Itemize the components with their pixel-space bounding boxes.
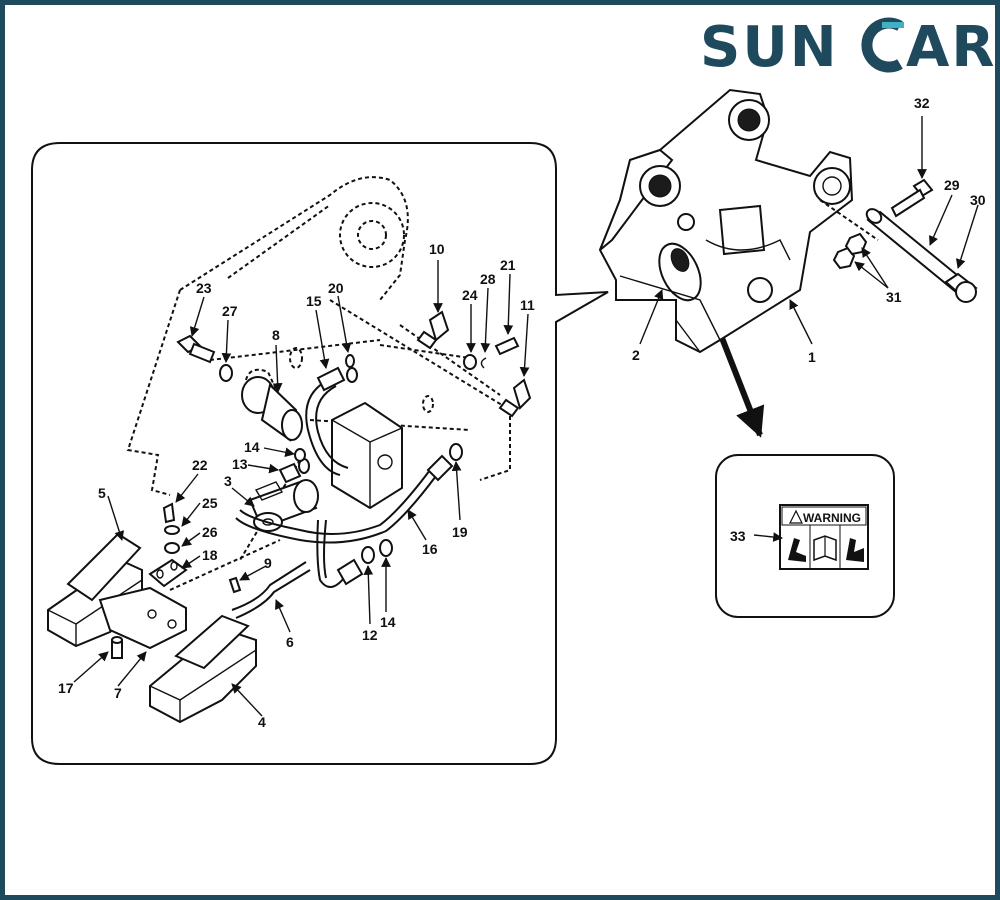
callout-13: 13: [232, 456, 248, 472]
elbow-fitting-11: [498, 378, 532, 418]
hose-15: [305, 379, 349, 476]
washer-19: [449, 443, 463, 461]
bolt-23: [176, 334, 216, 364]
callout-14b: 14: [380, 614, 396, 630]
callout-12: 12: [362, 627, 378, 643]
callout-4: 4: [258, 714, 266, 730]
washer-14-upper: [294, 448, 306, 462]
fitting-15: [316, 366, 358, 392]
leader-lines: [73, 116, 979, 717]
rod-6: [231, 561, 311, 619]
valve-block: [331, 401, 403, 510]
cylinder-3: [248, 479, 319, 532]
fitting-12: [336, 539, 393, 586]
suncar-logo: SUN AR: [700, 15, 996, 80]
callout-23: 23: [196, 280, 212, 296]
callout-10: 10: [429, 241, 445, 257]
pin-9: [228, 576, 242, 594]
carrier-7: [98, 586, 187, 650]
callout-15: 15: [306, 293, 322, 309]
crush-hazard-icon: [788, 538, 806, 562]
bolt-22: [162, 502, 176, 524]
logo-c-icon: [861, 17, 904, 73]
callout-19: 19: [452, 524, 468, 540]
callout-18: 18: [202, 547, 218, 563]
callout-8: 8: [272, 327, 280, 343]
washer-25: [164, 525, 180, 535]
callout-29: 29: [944, 177, 960, 193]
washer-27: [219, 364, 233, 382]
bushing-8: [241, 376, 303, 442]
warning-triangle-icon: [789, 509, 803, 524]
washer-20: [345, 354, 355, 368]
callout-11: 11: [520, 297, 535, 313]
logo-text-ar: AR: [906, 15, 996, 80]
callout-16: 16: [422, 541, 438, 557]
callout-17: 17: [58, 680, 74, 696]
washer-26: [164, 542, 180, 554]
plate-18: [148, 558, 188, 588]
callout-33: 33: [730, 528, 746, 544]
callout-27: 27: [222, 303, 238, 319]
coupler-assembly: [598, 88, 879, 354]
callout-14a: 14: [244, 439, 260, 455]
callout-3: 3: [224, 473, 232, 489]
pin-17: [111, 636, 123, 659]
jaw-4: [149, 614, 257, 724]
callout-31: 31: [886, 289, 902, 305]
callout-30: 30: [970, 192, 986, 208]
elbow-fitting-10: [416, 310, 450, 350]
bolt-32: [890, 178, 934, 218]
detail-view: [31, 142, 609, 765]
callout-2: 2: [632, 347, 640, 363]
callout-26: 26: [202, 524, 218, 540]
hand-hazard-icon: [846, 538, 864, 562]
callout-25: 25: [202, 495, 218, 511]
manual-book-icon: [813, 535, 837, 562]
callout-5: 5: [98, 485, 106, 501]
callout-9: 9: [264, 555, 272, 571]
callout-22: 22: [192, 457, 208, 473]
callout-21: 21: [500, 257, 516, 273]
callout-1: 1: [808, 349, 816, 365]
callout-28: 28: [480, 271, 496, 287]
callout-32: 32: [914, 95, 930, 111]
warning-decal-text: WARNING: [803, 511, 861, 525]
pin-29: [865, 208, 978, 303]
callout-6: 6: [286, 634, 294, 650]
washer-24: [463, 354, 477, 370]
bolt-21: [494, 336, 520, 356]
callout-20: 20: [328, 280, 344, 296]
warning-decal-box: WARNING: [715, 454, 895, 618]
logo-text-sun: SUN: [700, 15, 839, 80]
bracket-outline-dashed: [126, 176, 511, 496]
nuts-31: [832, 232, 868, 270]
clip-28: [480, 357, 487, 369]
callout-24: 24: [462, 287, 478, 303]
callout-7: 7: [114, 685, 122, 701]
callout-numbers: 1 2 3 4 5 6 7 8 9 10 11 12 13 14 14 15 1…: [58, 95, 986, 730]
